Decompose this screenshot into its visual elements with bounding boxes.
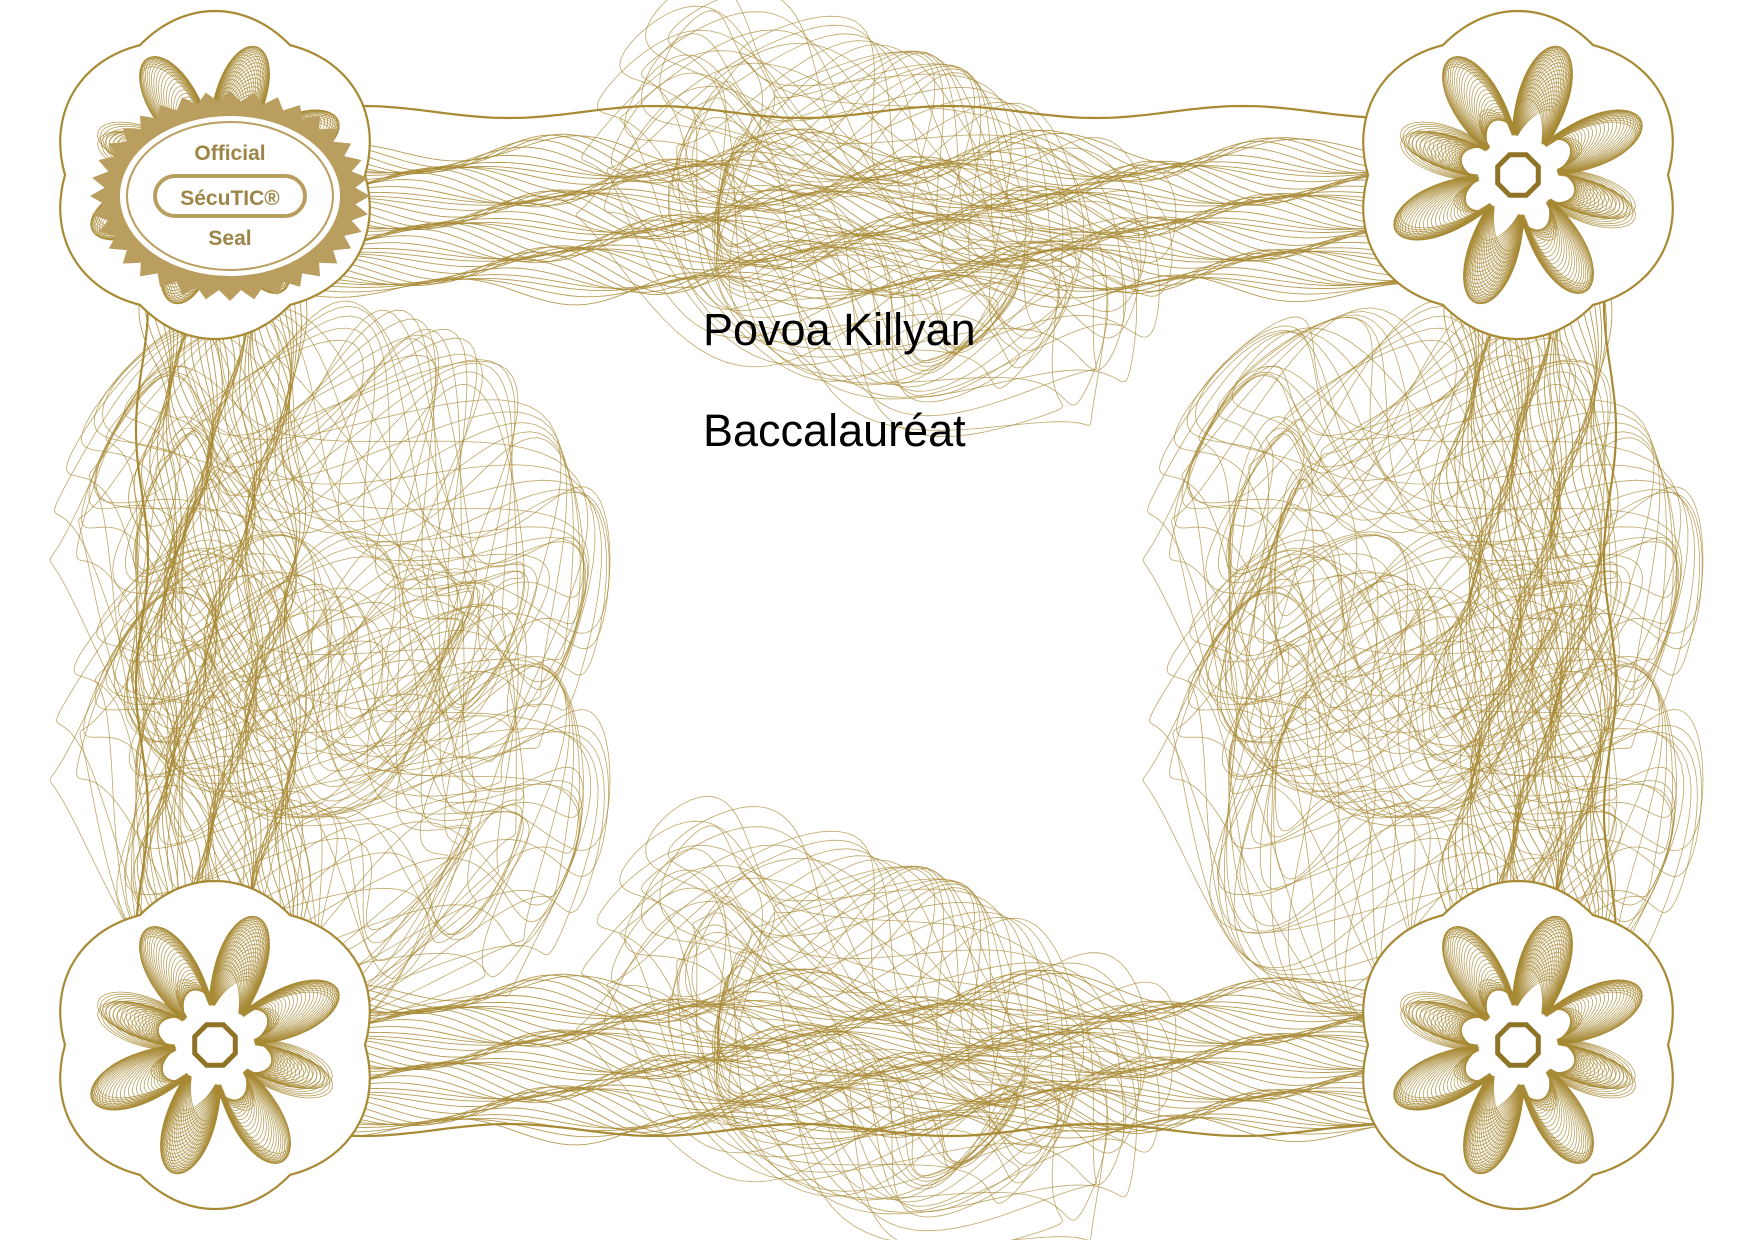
guilloche-loops	[49, 0, 1704, 1240]
seal-line-brand: SécuTIC®	[180, 187, 280, 210]
seal-line-official: Official	[194, 142, 265, 165]
corner-rosette	[1362, 879, 1674, 1211]
corner-rosette	[1362, 9, 1674, 341]
seal-line-seal: Seal	[208, 227, 251, 250]
octagon-rosette-icon	[1495, 152, 1541, 198]
octagon-rosette-icon	[192, 1022, 238, 1068]
degree-title: Baccalauréat	[703, 405, 966, 456]
corner-rosette	[59, 879, 371, 1211]
octagon-rosette-icon	[1495, 1022, 1541, 1068]
recipient-name: Povoa Killyan	[703, 304, 976, 355]
